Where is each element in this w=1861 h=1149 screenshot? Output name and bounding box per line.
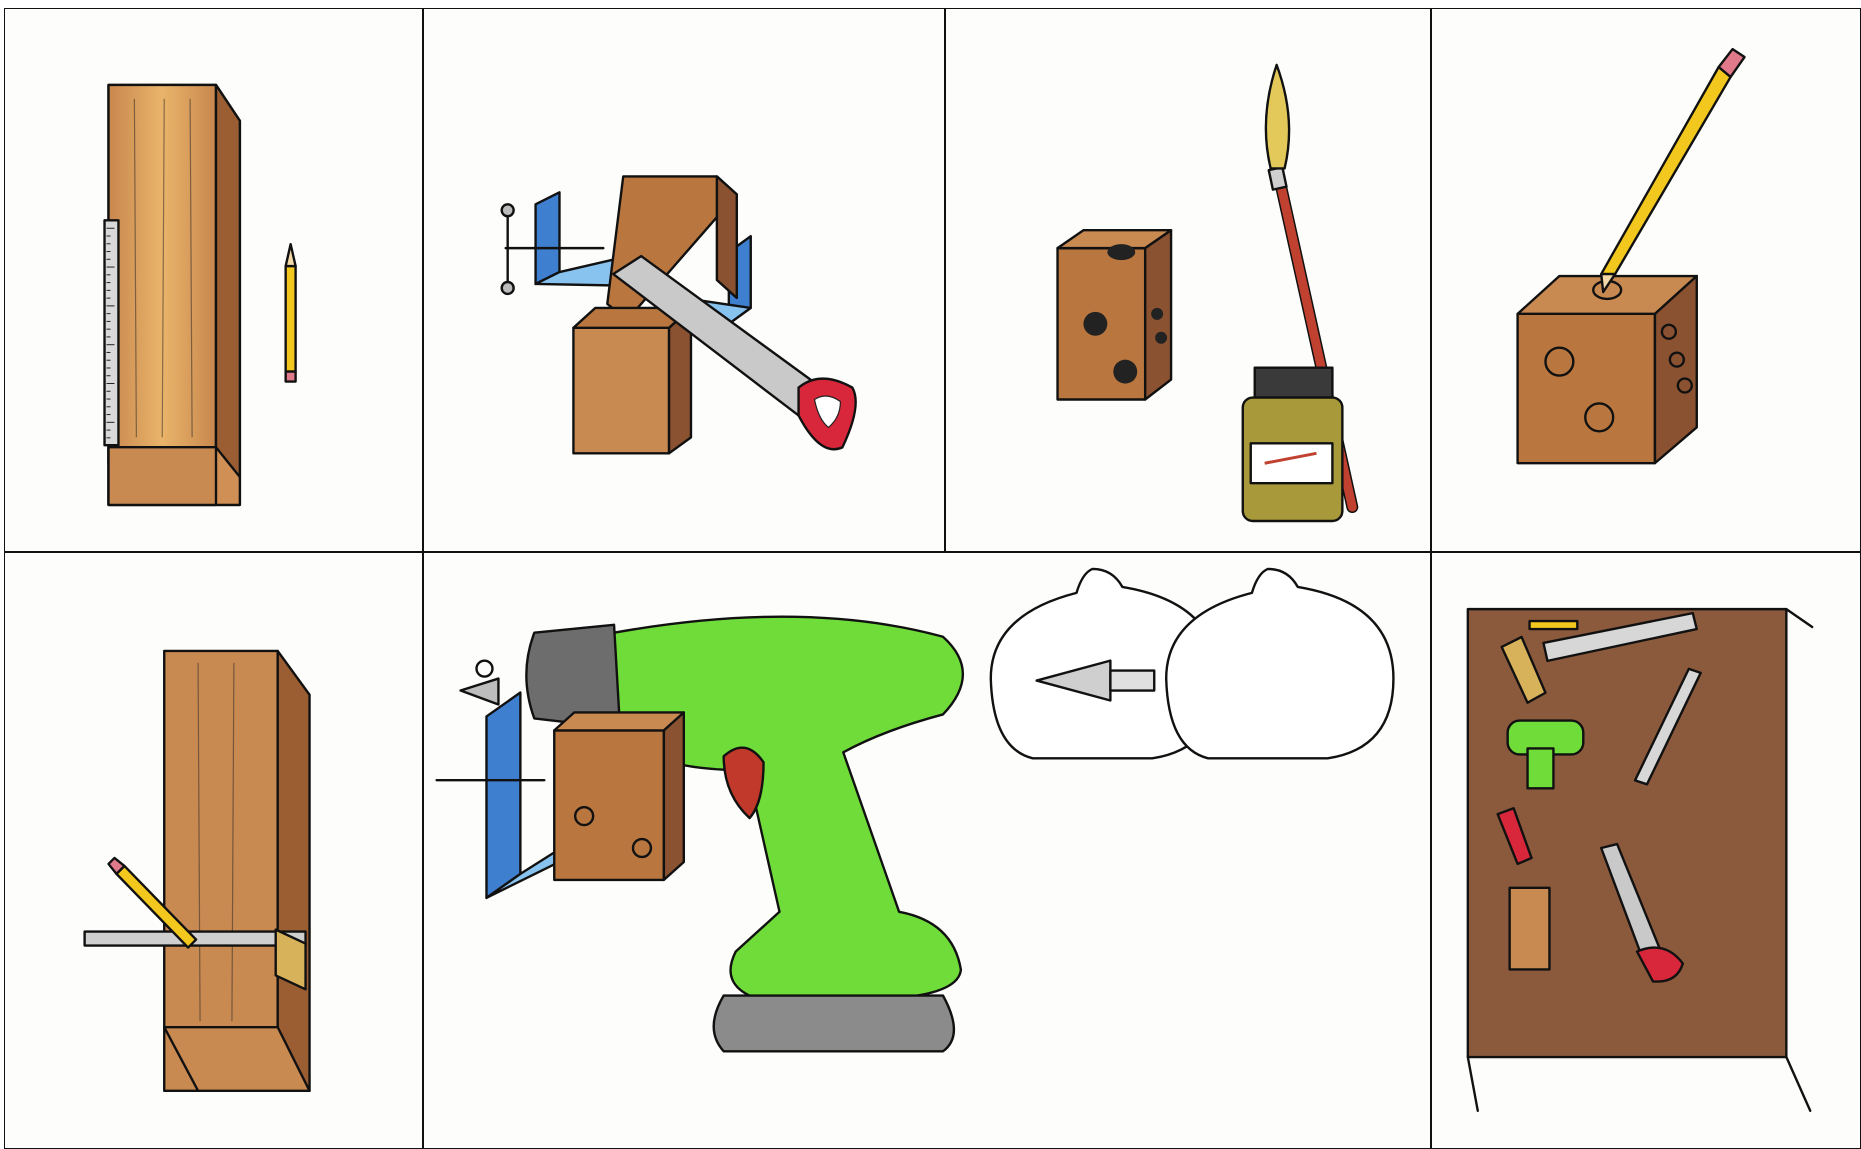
pencil	[1530, 621, 1578, 629]
wood-plank	[109, 85, 240, 505]
pencil	[286, 244, 296, 381]
wood-block	[1510, 888, 1550, 970]
wood-cube	[1518, 276, 1697, 463]
varnish-jar	[1243, 368, 1343, 521]
mark-holes-drawing	[1432, 9, 1860, 551]
mark-cut-line-drawing	[5, 553, 422, 1148]
drilling-drawing	[424, 553, 1430, 1148]
panel-sawing	[423, 8, 945, 552]
measure-plank-drawing	[5, 9, 422, 551]
wood-cube	[1058, 230, 1172, 399]
panel-mark-cut-line	[4, 552, 423, 1149]
panel-measure-plank	[4, 8, 423, 552]
panel-drilling	[423, 552, 1431, 1149]
panel-workbench	[1431, 552, 1861, 1149]
panel-mark-holes	[1431, 8, 1861, 552]
ruler	[105, 220, 119, 445]
panel-varnish	[945, 8, 1431, 552]
wood-plank	[164, 651, 309, 1091]
empty-detail	[1166, 569, 1393, 758]
workbench-drawing	[1432, 553, 1860, 1148]
sawing-drawing	[424, 9, 944, 551]
wood-cube	[554, 712, 684, 879]
pencil	[1601, 49, 1744, 292]
varnish-drawing	[946, 9, 1430, 551]
cordless-drill	[461, 617, 963, 1052]
